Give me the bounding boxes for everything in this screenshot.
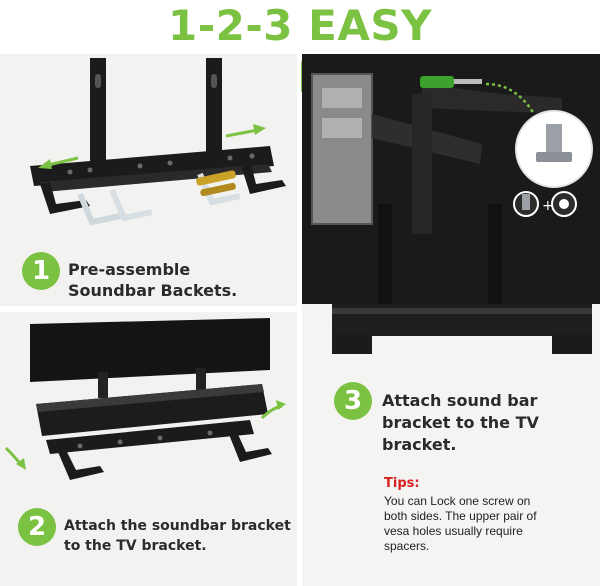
step-3-number: 3 [334,382,372,420]
step-3-line-1: Attach sound bar [382,391,538,410]
step-3-line-2: bracket to the TV [382,413,539,432]
step-1-line-2: Soundbar Backets. [68,281,238,300]
screwdriver-icon [420,76,482,88]
step-2-text: Attach the soundbar bracket to the TV br… [64,516,291,556]
step-1-panel: 1 Pre-assemble Soundbar Backets. [0,54,297,306]
tips-body: You can Lock one screw on both sides. Th… [384,494,590,554]
step-1-line-1: Pre-assemble [68,260,191,279]
tips-line-2: both sides. The upper pair of [384,509,537,523]
step-3-text: Attach sound bar bracket to the TV brack… [382,390,539,456]
arrow-left-icon [38,156,79,169]
step-3-line-3: bracket. [382,435,457,454]
step-1-number: 1 [22,252,60,290]
tips-line-1: You can Lock one screw on [384,494,531,508]
tips-line-4: spacers. [384,539,430,553]
soundbar-illustration [4,318,286,480]
step-3-panel: + 3 Attach sound bar bracket to the TV b… [302,54,600,586]
step-2-number: 2 [18,508,56,546]
step-1-text: Pre-assemble Soundbar Backets. [68,259,237,301]
svg-text:+: + [542,198,554,214]
step-2-line-1: Attach the soundbar bracket [64,518,291,534]
tips-line-3: vesa holes usually require [384,524,523,538]
screw-icon [536,124,572,162]
step-2-panel: 2 Attach the soundbar bracket to the TV … [0,312,297,586]
arrow-right-icon [225,124,266,138]
bracket-illustration-1 [30,58,286,226]
step-2-line-2: to the TV bracket. [64,538,207,554]
page-title: 1-2-3 EASY INSTALLATION [128,1,472,102]
tips-heading: Tips: [384,476,420,491]
tv-mount-illustration: + [302,54,600,354]
